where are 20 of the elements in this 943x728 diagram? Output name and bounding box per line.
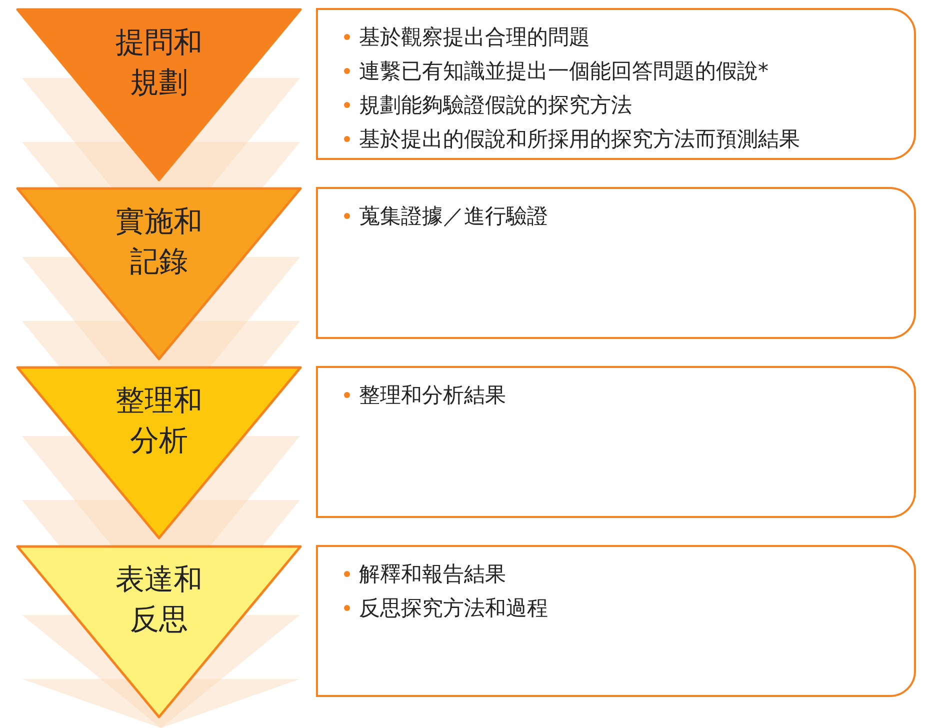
bullet-text: 反思探究方法和過程 — [359, 595, 548, 622]
stage-label: 實施和記錄 — [114, 203, 204, 280]
stage-triangle — [16, 187, 302, 361]
bullet-text: 整理和分析結果 — [359, 382, 506, 409]
bullet-text: 連繫已有知識並提出一個能回答問題的假說* — [359, 58, 768, 85]
bullet-text: 規劃能夠驗證假說的探究方法 — [359, 92, 632, 119]
content-box — [316, 187, 916, 339]
bullet-text: 基於觀察提出合理的問題 — [359, 24, 590, 51]
bullet-text: 基於提出的假說和所採用的探究方法而預測結果 — [359, 126, 800, 153]
stage-triangle — [16, 545, 302, 719]
content-box — [316, 8, 916, 160]
content-box — [316, 545, 916, 697]
bullet-text: 解釋和報告結果 — [359, 561, 506, 588]
stage-triangle — [16, 366, 302, 540]
content-box — [316, 366, 916, 518]
stage-label: 提問和規劃 — [114, 24, 204, 101]
stage-triangle — [16, 8, 302, 182]
stage-label: 整理和分析 — [114, 382, 204, 459]
bullet-text: 蒐集證據／進行驗證 — [359, 203, 548, 230]
stage-label: 表達和反思 — [114, 561, 204, 638]
